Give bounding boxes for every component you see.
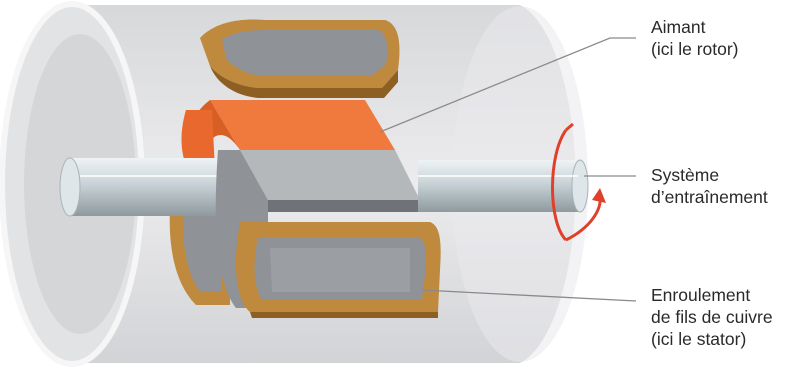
leader-line-magnet — [379, 37, 636, 133]
rotor-magnet — [181, 100, 395, 170]
label-winding: Enroulement de fils de cuivre (ici le st… — [651, 284, 773, 350]
label-magnet-line1: Aimant — [651, 17, 706, 37]
label-drive-system: Système d’entraînement — [651, 164, 768, 208]
label-magnet: Aimant (ici le rotor) — [651, 16, 739, 60]
drive-shaft-right — [418, 159, 589, 213]
label-drive-line1: Système — [651, 165, 720, 185]
label-winding-line1: Enroulement — [651, 285, 751, 305]
label-magnet-line2: (ici le rotor) — [651, 39, 739, 59]
leader-lines — [379, 37, 637, 302]
stator-winding-top — [200, 19, 400, 98]
label-drive-line2: d’entraînement — [651, 187, 768, 207]
stator-winding-back — [169, 208, 230, 305]
leader-line-winding — [421, 289, 637, 302]
drive-shaft — [59, 157, 230, 217]
rotation-arrow-icon — [551, 122, 606, 242]
label-winding-line2: de fils de cuivre — [651, 307, 773, 327]
label-winding-line3: (ici le stator) — [651, 329, 747, 349]
stator-winding-front — [235, 222, 441, 318]
